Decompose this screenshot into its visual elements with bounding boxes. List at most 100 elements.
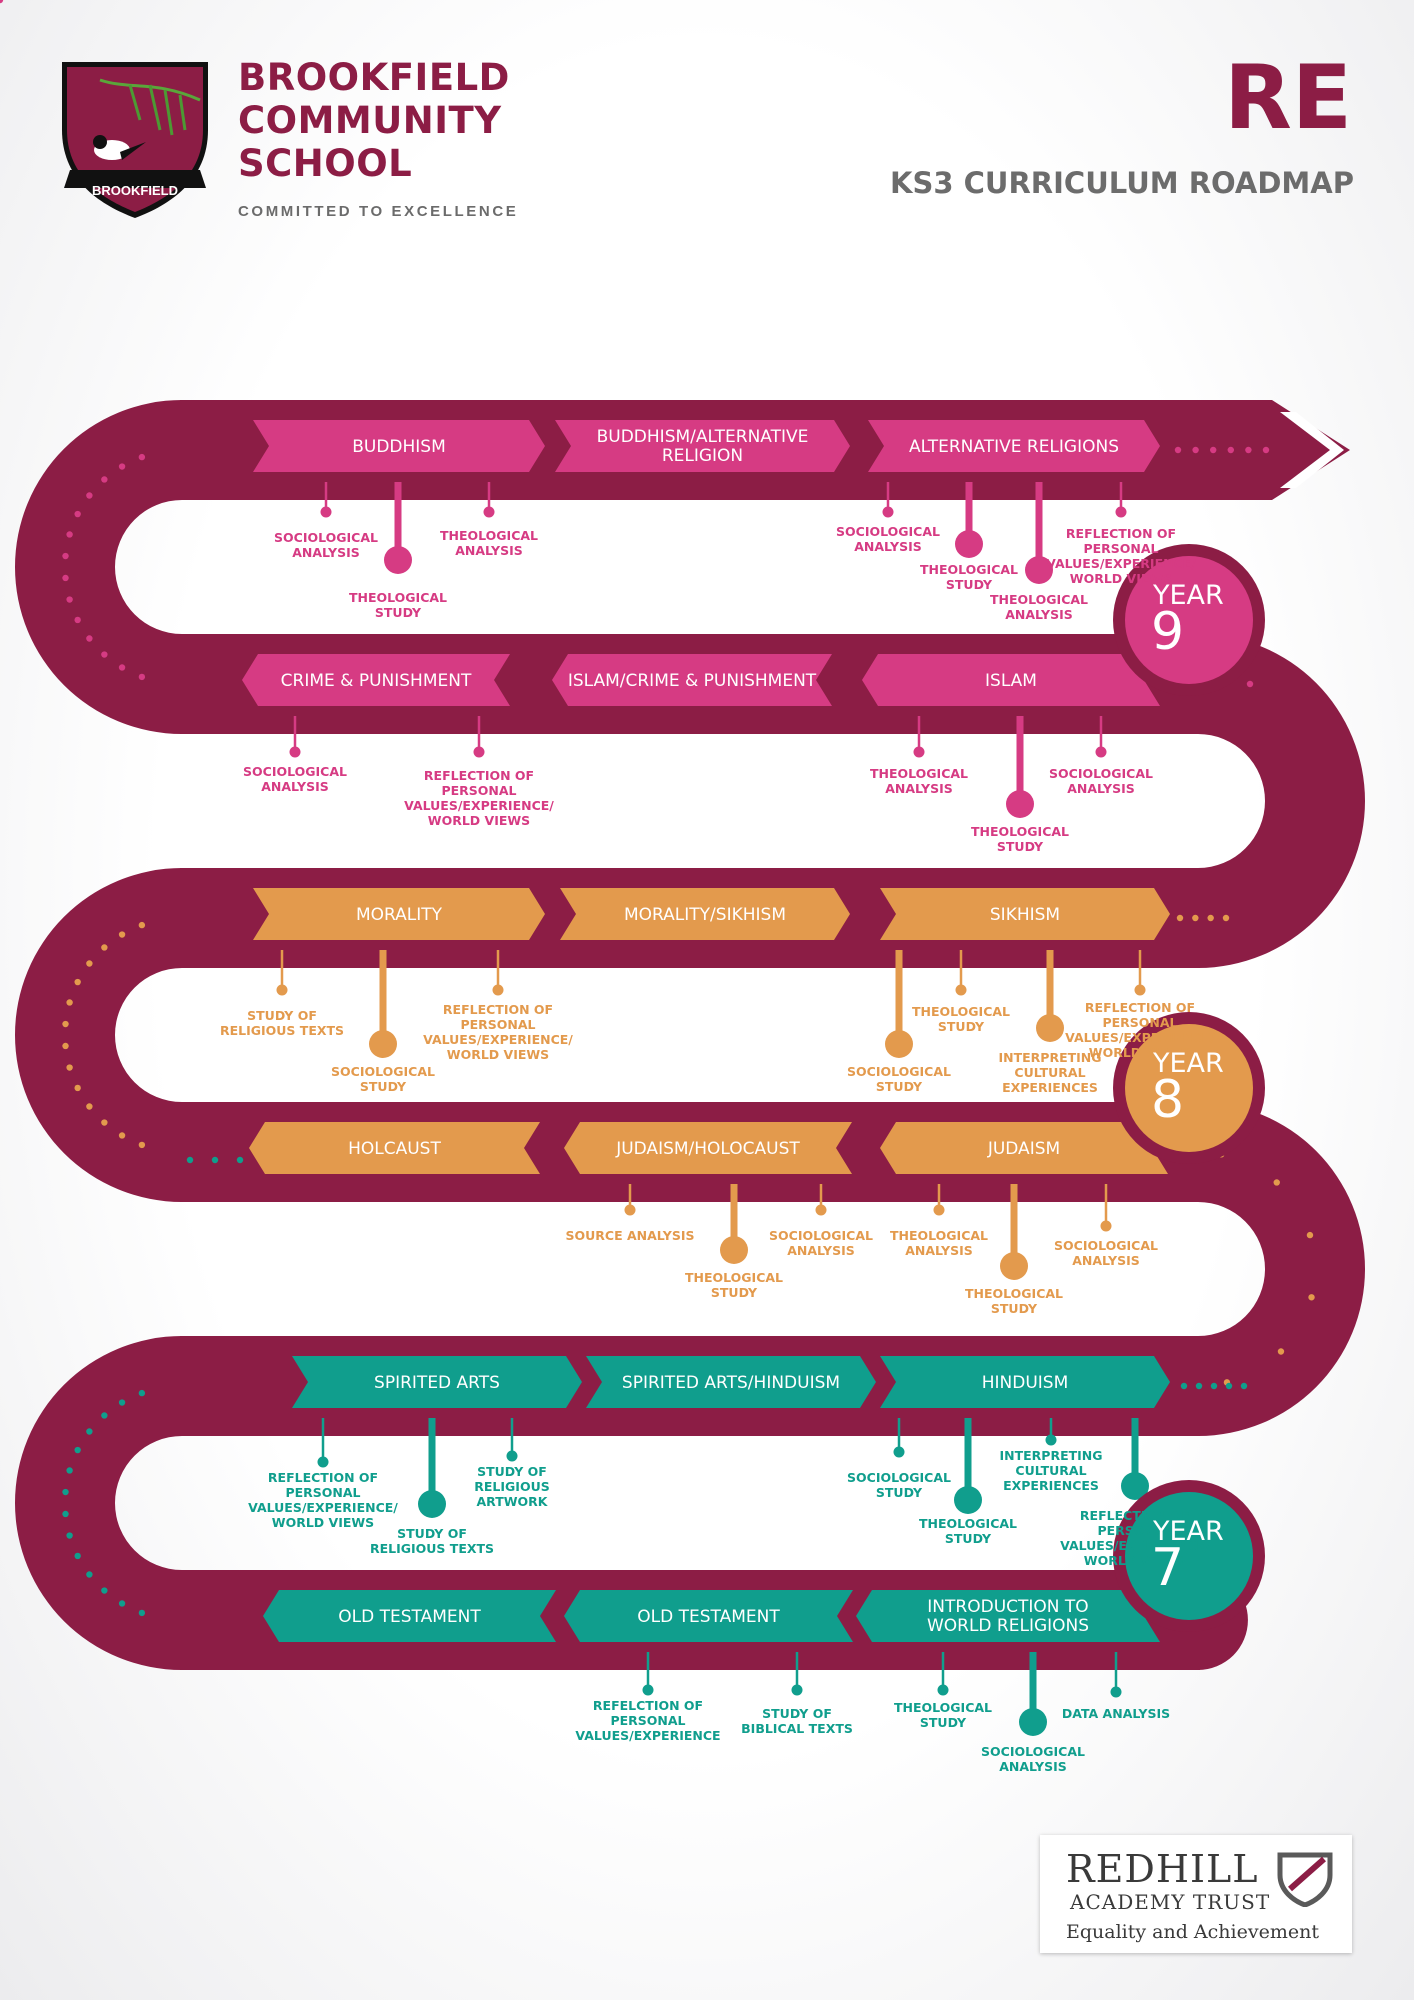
track-dot [62,1020,69,1028]
topic-banner-label: MORALITY/SIKHISM [624,905,786,925]
skill-pin-head [418,1490,446,1518]
topic-banner [249,1122,540,1174]
track-dot [138,921,146,929]
year-number: 8 [1151,1070,1185,1130]
skill-pin-head [317,1456,329,1468]
road-exit-arrow [1272,400,1350,500]
topic-banner [552,654,832,706]
track-dot [62,1488,69,1496]
road-turn-left [15,400,182,734]
year-badge [1125,556,1253,684]
track-dot [138,673,146,681]
track-dot [66,999,73,1006]
road-turn-right [1198,634,1365,968]
topic-banner-label: HOLCAUST [348,1139,441,1159]
skill-pin-head [1000,1252,1028,1280]
skill-pin-head [937,1684,949,1696]
topic-banner [880,1356,1170,1408]
track-dot [1306,1231,1314,1239]
skill-pin-head [882,506,894,518]
skill-pin-head [933,1204,945,1216]
year-badge [1125,1492,1253,1620]
school-name: BROOKFIELD COMMUNITY SCHOOL [238,56,510,185]
track-dot [74,510,81,518]
school-name-line: COMMUNITY [238,99,502,142]
skill-pin-head [320,506,332,518]
crest-banner-text: BROOKFIELD [92,183,178,198]
track-dot [211,1156,219,1164]
track-dot [118,664,126,671]
skill-pin-head [1095,746,1107,758]
skill-pin-head [483,506,495,518]
road-turn-left [15,1336,182,1670]
skill-pin-head [1121,1472,1149,1500]
track-dot [66,531,73,538]
skill-pin-head [1110,1686,1122,1698]
track-dot [101,1587,108,1594]
skill-pin-head [791,1684,803,1696]
track-dot [1225,1382,1233,1390]
skill-pin-head [1019,1708,1047,1736]
track-dot [1192,446,1199,454]
track-dot [1245,446,1252,454]
track-dot [74,978,81,986]
track-dot [1240,1382,1248,1390]
skill-pin-head [954,1486,982,1514]
year-word: YEAR [1153,1516,1224,1547]
track-dot [74,616,81,624]
track-dot [62,574,69,582]
shield-icon [1277,1852,1333,1907]
skill-pin-head [289,746,301,758]
skill-pin-head [506,1450,518,1462]
skill-pin-head [1006,790,1034,818]
track-dot [101,1119,108,1126]
track-dot [138,1609,146,1617]
skill-pin-head [1036,1014,1064,1042]
skill-pin-head [492,984,504,996]
track-dot [138,1389,146,1397]
track-dot [1174,446,1182,454]
road-turn-right [1198,1102,1365,1436]
track-dot [1176,914,1184,922]
school-name-line: SCHOOL [238,142,413,185]
skill-label: DATA ANALYSIS [1061,1706,1171,1721]
road-turn-left [15,868,182,1202]
skill-pin-head [1134,984,1146,996]
track-dot [236,1156,244,1164]
skill-pin-head [885,1030,913,1058]
skill-pin-head [473,746,485,758]
skill-pin-head [384,546,412,574]
arrow-chevron-icon [1280,412,1344,488]
track-dot [86,1571,93,1578]
track-dot [1227,446,1235,454]
logo-line-1: REDHILL [1066,1847,1259,1891]
track-dot [86,492,93,499]
skill-pin-head [276,984,288,996]
track-dot [101,1412,108,1419]
topic-banner [253,888,545,940]
track-dot [1277,1348,1285,1355]
track-dot [62,1042,69,1050]
topic-banner [880,888,1170,940]
topic-banner-label: JUDAISM/HOLOCAUST [615,1139,800,1159]
topic-banner [856,1590,1160,1642]
